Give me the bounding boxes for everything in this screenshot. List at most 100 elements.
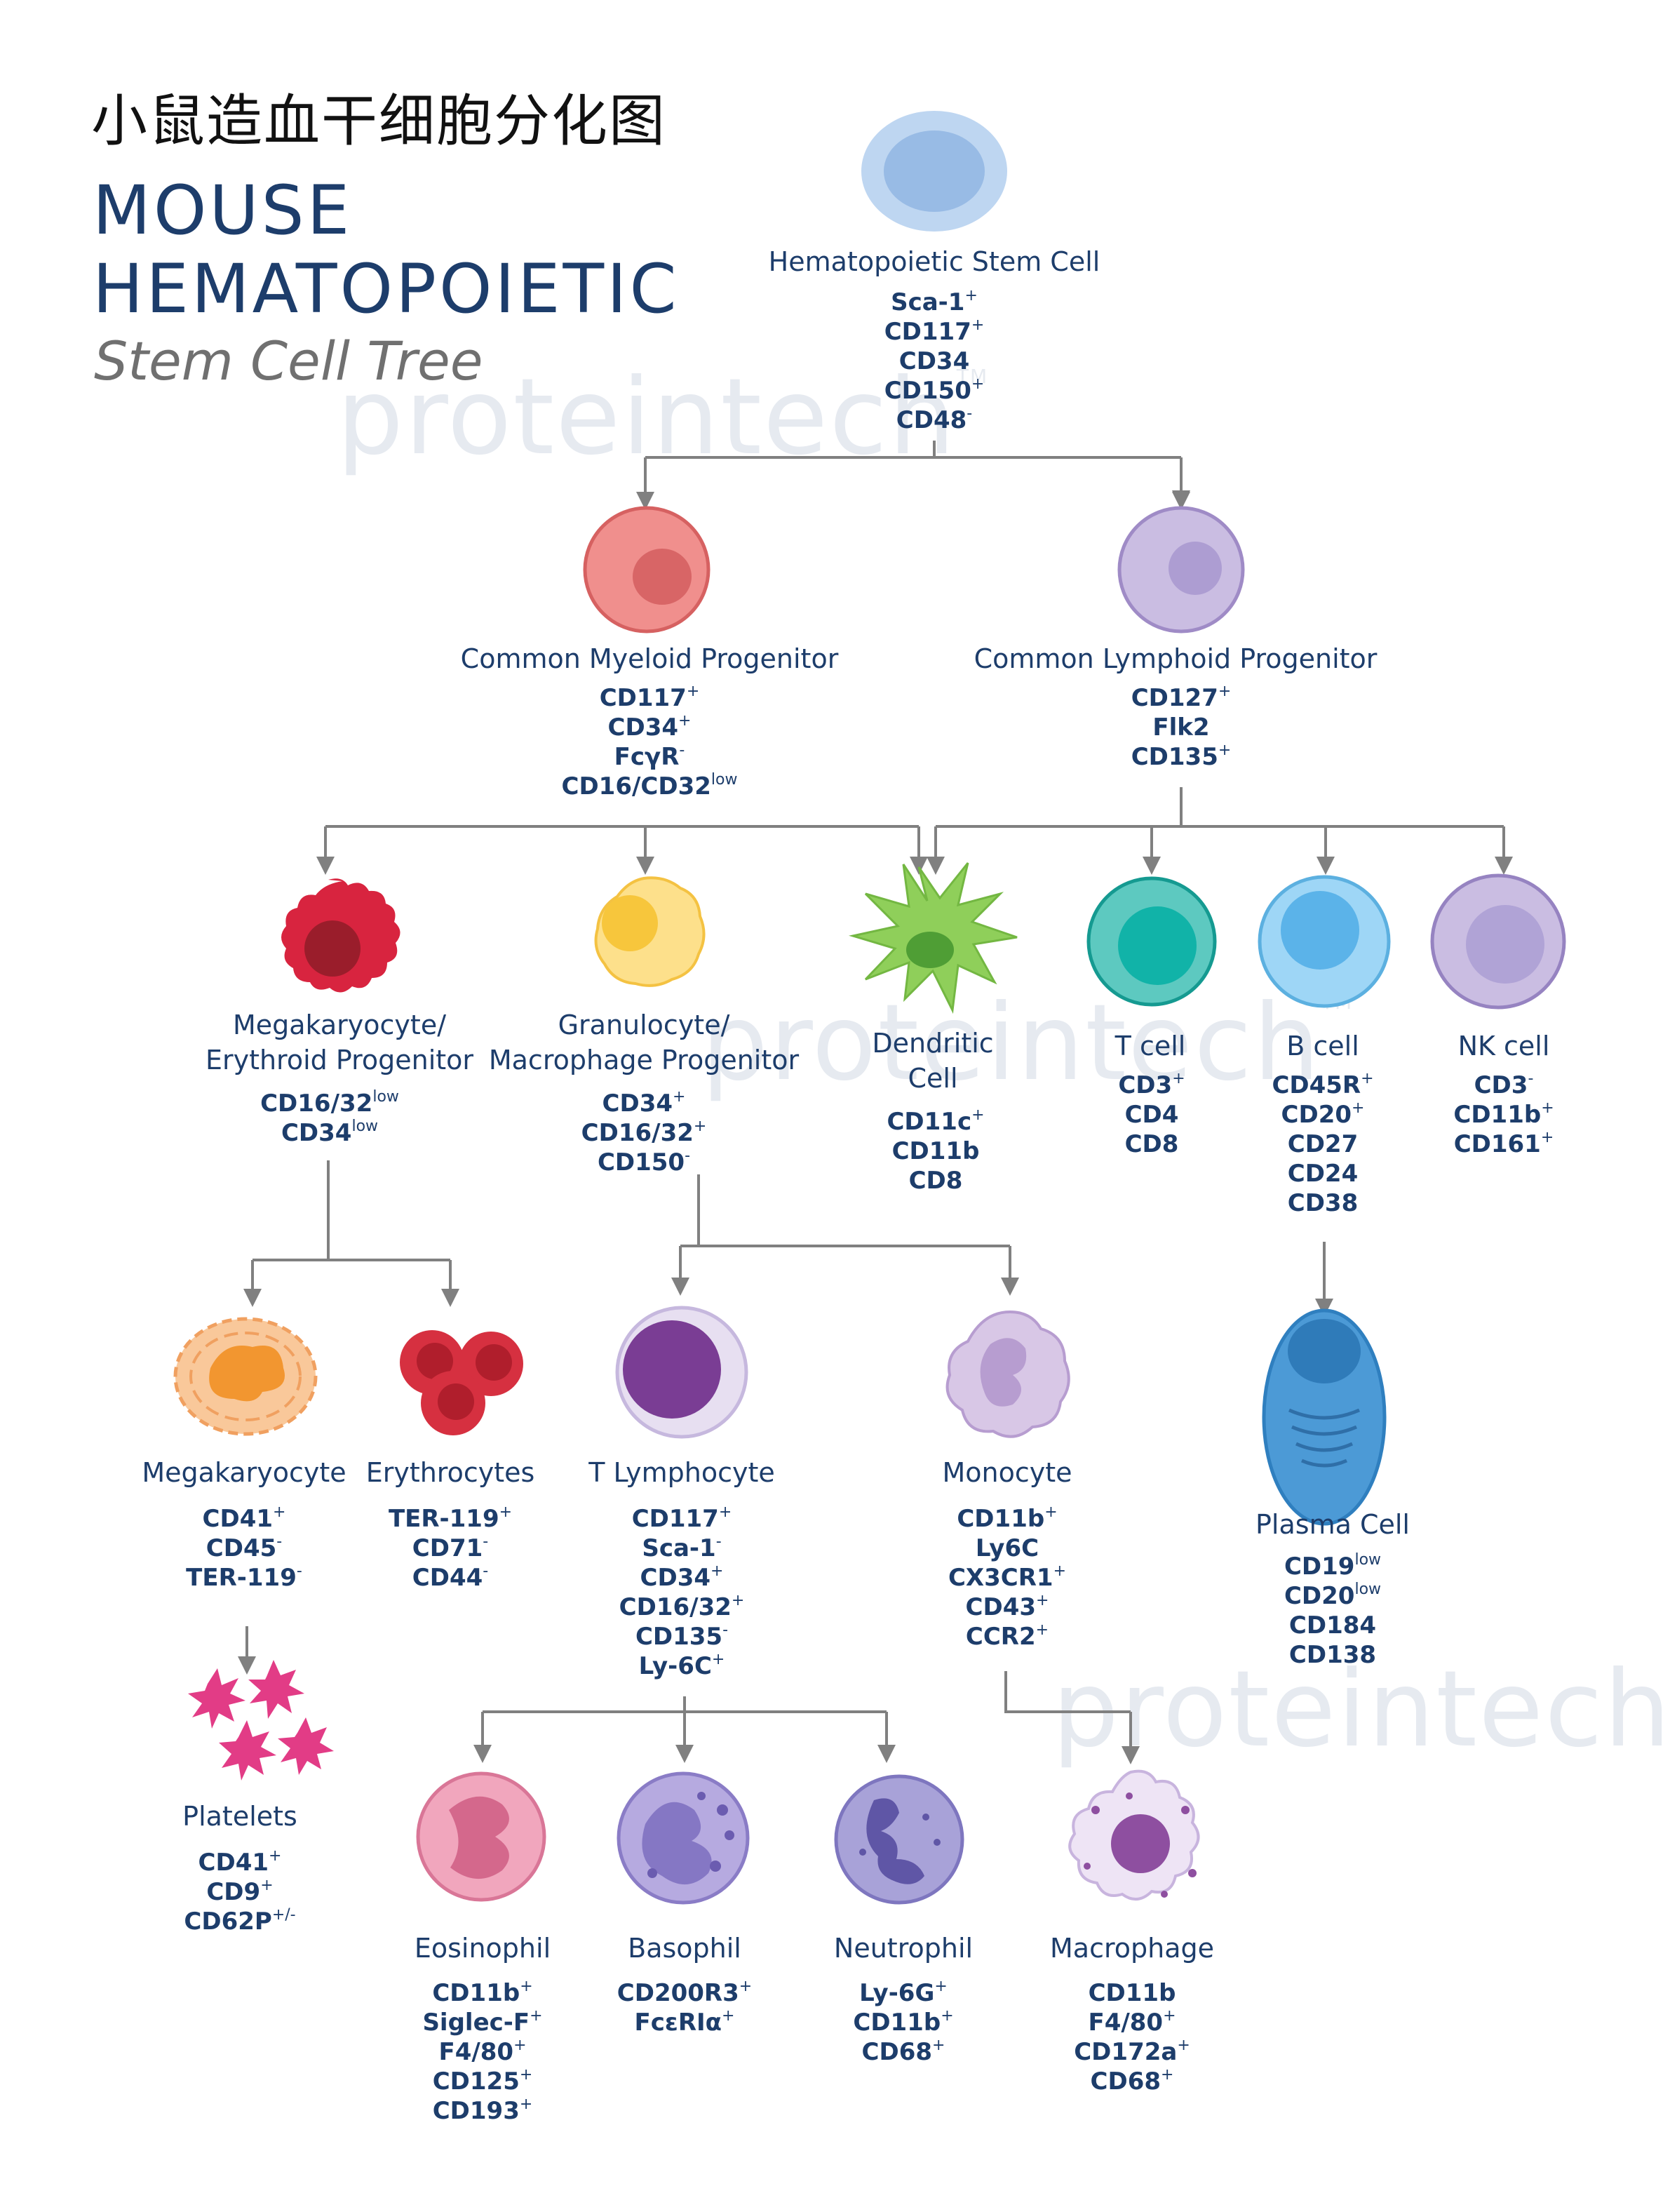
plt-markers: CD41+CD9+CD62P+/- xyxy=(184,1848,295,1936)
marker: TER-119+ xyxy=(389,1504,512,1534)
marker-expression: + xyxy=(718,1503,732,1521)
mk-markers: CD41+CD45-TER-119- xyxy=(186,1504,302,1593)
marker-expression: + xyxy=(711,1651,725,1668)
marker-name: CD11b xyxy=(853,2009,941,2037)
nk-name: NK cell xyxy=(1457,1031,1550,1061)
marker-name: CD9 xyxy=(206,1878,261,1906)
english-title: MOUSE HEMATOPOIETIC xyxy=(93,171,680,328)
marker-name: CD138 xyxy=(1288,1641,1377,1669)
marker: CD117+ xyxy=(562,683,738,713)
marker-name: Siglec-F xyxy=(422,2009,530,2037)
myeloid-progenitor-icon xyxy=(583,506,711,634)
marker: CD138 xyxy=(1284,1640,1381,1670)
marker-expression: low xyxy=(1354,1581,1382,1598)
marker: CD62P+/- xyxy=(184,1907,295,1936)
marker-expression: + xyxy=(499,1503,513,1521)
marker: Flk2 xyxy=(1131,713,1232,742)
marker: Sca-1+ xyxy=(884,288,985,317)
marker: CD43+ xyxy=(948,1593,1066,1622)
marker: CD11c+ xyxy=(887,1107,984,1137)
marker: CD11b xyxy=(1074,1978,1190,2008)
eos-name: Eosinophil xyxy=(414,1933,551,1964)
baso-name: Basophil xyxy=(628,1933,741,1964)
marker-name: CD16/32 xyxy=(260,1090,373,1118)
basophil-icon xyxy=(617,1771,750,1905)
bcell-name: B cell xyxy=(1286,1031,1359,1061)
marker-expression: - xyxy=(967,405,973,422)
dc-name: Dendritic Cell xyxy=(872,1028,994,1094)
marker-name: CD20 xyxy=(1284,1582,1355,1610)
marker-expression: + xyxy=(678,712,692,730)
tl-markers: CD117+Sca-1-CD34+CD16/32+CD135-Ly-6C+ xyxy=(619,1504,745,1681)
marker: CD16/32+ xyxy=(619,1593,745,1622)
marker-name: CD117 xyxy=(884,318,971,346)
marker-expression: + xyxy=(1044,1503,1058,1521)
marker: CD184 xyxy=(1284,1611,1381,1640)
marker-name: CD135 xyxy=(635,1623,723,1651)
marker-expression: + xyxy=(971,1106,985,1124)
marker: CD8 xyxy=(887,1166,984,1195)
marker-name: CD8 xyxy=(908,1167,963,1195)
dendritic-cell-icon xyxy=(849,862,1018,1014)
marker: CD3- xyxy=(1453,1071,1554,1100)
marker-name: F4/80 xyxy=(1088,2009,1164,2037)
marker: CD34low xyxy=(260,1118,399,1148)
marker-name: Flk2 xyxy=(1152,713,1210,742)
watermark: proteintechTM xyxy=(1052,1649,1670,1771)
marker-name: CD11b xyxy=(1453,1101,1542,1129)
marker-expression: - xyxy=(685,1147,691,1165)
marker-expression: low xyxy=(351,1118,379,1135)
nk-markers: CD3-CD11b+CD161+ xyxy=(1453,1071,1554,1159)
marker: CD127+ xyxy=(1131,683,1232,713)
marker-expression: + xyxy=(530,2007,543,2025)
platelets-icon xyxy=(188,1660,334,1781)
marker-expression: + xyxy=(1172,1070,1185,1087)
marker-name: Sca-1 xyxy=(642,1534,716,1562)
lymphoid-progenitor-icon xyxy=(1117,506,1245,634)
marker-name: CX3CR1 xyxy=(948,1564,1053,1592)
marker-name: CD117 xyxy=(631,1505,719,1533)
marker-expression: + xyxy=(1361,1070,1374,1087)
tl-name: T Lymphocyte xyxy=(588,1457,775,1488)
marker-name: CD16/32 xyxy=(581,1119,694,1147)
marker-name: CD193 xyxy=(432,2097,520,2125)
marker-name: CD19 xyxy=(1284,1553,1355,1581)
marker: CD41+ xyxy=(186,1504,302,1534)
marker: CD11b+ xyxy=(1453,1100,1554,1130)
marker-expression: + xyxy=(520,1978,533,1995)
chinese-title: 小鼠造血干细胞分化图 xyxy=(91,88,666,154)
mep-name: Megakaryocyte/ Erythroid Progenitor xyxy=(205,1010,474,1075)
monocyte-icon xyxy=(945,1310,1070,1438)
marker: CCR2+ xyxy=(948,1622,1066,1651)
marker-expression: + xyxy=(273,1503,286,1521)
marker-expression: + xyxy=(269,1847,282,1865)
marker: CD44- xyxy=(389,1563,512,1593)
marker-name: CD34 xyxy=(281,1119,352,1147)
marker-name: CD150 xyxy=(884,377,971,405)
marker: CD9+ xyxy=(184,1877,295,1907)
marker-name: CD34 xyxy=(898,347,970,375)
marker: CD20low xyxy=(1284,1581,1381,1611)
marker: CD3+ xyxy=(1118,1071,1185,1100)
marker: CD41+ xyxy=(184,1848,295,1877)
marker: CD135- xyxy=(619,1622,745,1651)
cmp-name: Common Myeloid Progenitor xyxy=(460,643,839,674)
marker-expression: + xyxy=(739,1978,753,1995)
clp-name: Common Lymphoid Progenitor xyxy=(974,643,1378,674)
marker-name: CD11b xyxy=(1088,1979,1176,2007)
marker-name: CD11b xyxy=(891,1137,980,1165)
marker-name: Sca-1 xyxy=(891,288,965,316)
marker: CD34 xyxy=(884,347,985,376)
neut-markers: Ly-6G+CD11b+CD68+ xyxy=(853,1978,953,2067)
marker: CD48- xyxy=(884,405,985,435)
marker: Ly-6C+ xyxy=(619,1651,745,1681)
marker-name: CD41 xyxy=(198,1849,269,1877)
marker-name: CD3 xyxy=(1118,1071,1173,1099)
marker-name: CCR2 xyxy=(965,1623,1036,1651)
marker-expression: + xyxy=(971,375,985,393)
marker-name: CD150 xyxy=(597,1148,685,1177)
marker-name: FcεRIα xyxy=(634,2009,722,2037)
